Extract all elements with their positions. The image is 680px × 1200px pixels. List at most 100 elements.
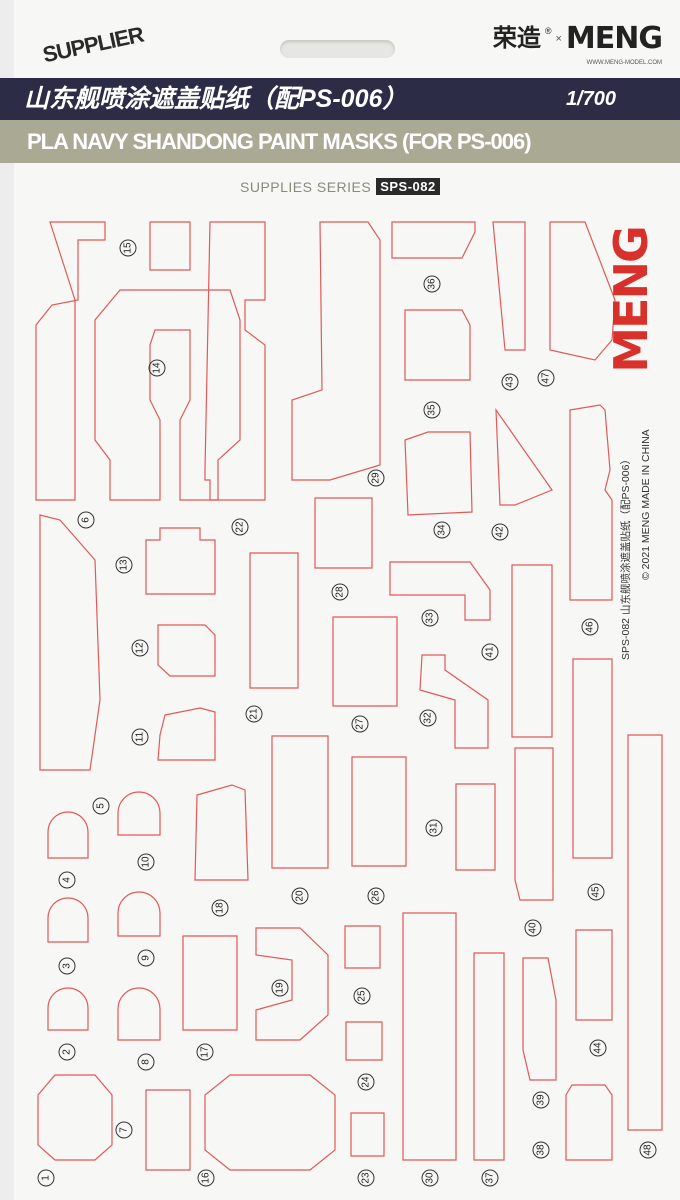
mask-outline: [569, 404, 613, 601]
mask-outline: [291, 221, 381, 481]
mask-outline: [572, 658, 613, 859]
mask-outline-arch: [47, 897, 89, 943]
mask-outline: [145, 527, 216, 595]
mask-outline: [404, 309, 471, 381]
mask-outline: [149, 221, 191, 271]
mask-outline: [204, 1074, 336, 1171]
mask-number-39: 39: [532, 1091, 550, 1109]
mask-outline-arch: [117, 791, 161, 836]
mask-outline: [402, 912, 457, 1161]
mask-number-2: 2: [58, 1043, 76, 1061]
scale-label: 1/700: [565, 88, 616, 110]
mask-number-7: 7: [115, 1121, 133, 1139]
mask-outline-arch: [47, 987, 89, 1031]
mask-number-46: 46: [581, 618, 599, 636]
mask-number-37: 37: [481, 1169, 499, 1187]
mask-number-22: 22: [231, 518, 249, 536]
mask-outline: [345, 1021, 383, 1061]
mask-outline: [332, 616, 398, 707]
title-en: PLA NAVY SHANDONG PAINT MASKS (FOR PS-00…: [27, 129, 532, 154]
mask-outline: [350, 1112, 385, 1157]
mask-outline: [39, 514, 101, 771]
series-text: SUPPLIES SERIES: [240, 178, 372, 195]
brand-cn: 荣造: [492, 25, 541, 52]
mask-outline: [344, 925, 381, 969]
mask-outline: [94, 289, 241, 501]
mask-number-32: 32: [419, 709, 437, 727]
mask-number-24: 24: [357, 1073, 375, 1091]
mask-outline: [255, 927, 329, 1041]
mask-number-48: 48: [639, 1141, 657, 1159]
mask-number-3: 3: [58, 957, 76, 975]
mask-number-20: 20: [291, 887, 309, 905]
mask-number-44: 44: [589, 1039, 607, 1057]
mask-number-23: 23: [357, 1169, 375, 1187]
mask-outline-arch: [117, 891, 161, 937]
side-copyright: © 2021 MENG MADE IN CHINA: [640, 429, 652, 580]
side-product-line: SPS-082 山东舰喷涂遮盖贴纸（配PS-006）: [620, 454, 632, 660]
mask-outline: [157, 707, 216, 761]
mask-number-6: 6: [77, 511, 95, 529]
mask-number-12: 12: [131, 639, 149, 657]
brand-meng: MENG: [565, 21, 663, 56]
series-code: SPS-082: [376, 178, 440, 195]
mask-outline: [473, 952, 505, 1161]
mask-number-36: 36: [423, 275, 441, 293]
mask-number-1: 1: [37, 1169, 55, 1187]
mask-number-33: 33: [421, 609, 439, 627]
mask-outline: [145, 1089, 191, 1171]
mask-outline: [351, 756, 407, 867]
mask-outline: [314, 497, 373, 569]
mask-sheet: [14, 0, 680, 1200]
title-band-cn: 山东舰喷涂遮盖贴纸（配PS-006） 1/700: [0, 78, 680, 120]
side-logo-text: MENG: [604, 227, 658, 373]
brand-url: WWW.MENG-MODEL.COM: [586, 60, 662, 66]
brand-logo: 荣造 ® × MENG: [492, 21, 663, 56]
mask-number-18: 18: [211, 899, 229, 917]
mask-outline: [565, 1084, 613, 1161]
mask-number-29: 29: [367, 469, 385, 487]
mask-number-30: 30: [421, 1169, 439, 1187]
mask-number-26: 26: [367, 887, 385, 905]
mask-number-42: 42: [491, 523, 509, 541]
mask-outline: [575, 929, 613, 1021]
mask-outline: [455, 783, 496, 871]
registered-mark: ®: [544, 26, 552, 36]
mask-number-13: 13: [115, 556, 133, 574]
mask-number-8: 8: [137, 1053, 155, 1071]
mask-number-11: 11: [131, 728, 149, 746]
mask-number-16: 16: [197, 1169, 215, 1187]
mask-outline: [249, 552, 299, 689]
mask-outline: [492, 221, 526, 351]
mask-outline: [35, 221, 106, 501]
mask-outline: [157, 624, 216, 677]
mask-outline: [514, 747, 554, 901]
mask-number-25: 25: [353, 987, 371, 1005]
mask-number-19: 19: [271, 979, 289, 997]
mask-number-43: 43: [501, 373, 519, 391]
mask-outline: [37, 1074, 113, 1161]
mask-outline: [522, 957, 557, 1081]
mask-number-38: 38: [532, 1141, 550, 1159]
mask-number-27: 27: [351, 715, 369, 733]
mask-outline: [549, 221, 616, 361]
mask-outline: [404, 431, 473, 516]
mask-outline: [271, 735, 329, 869]
mask-number-5: 5: [92, 797, 110, 815]
mask-outline: [389, 561, 491, 621]
title-band-en: PLA NAVY SHANDONG PAINT MASKS (FOR PS-00…: [0, 120, 680, 163]
title-cn: 山东舰喷涂遮盖贴纸（配PS-006）: [24, 85, 408, 113]
mask-outline: [495, 407, 553, 506]
mask-number-9: 9: [137, 949, 155, 967]
mask-outline: [204, 221, 266, 501]
mask-number-40: 40: [524, 919, 542, 937]
hanger-slot: [280, 40, 395, 58]
mask-outline: [419, 654, 489, 749]
mask-outline: [627, 734, 663, 1131]
side-meng-logo: MENG: [603, 222, 659, 378]
mask-outline-arch: [117, 987, 161, 1041]
mask-number-31: 31: [425, 819, 443, 837]
mask-number-15: 15: [119, 239, 137, 257]
mask-number-14: 14: [148, 359, 166, 377]
